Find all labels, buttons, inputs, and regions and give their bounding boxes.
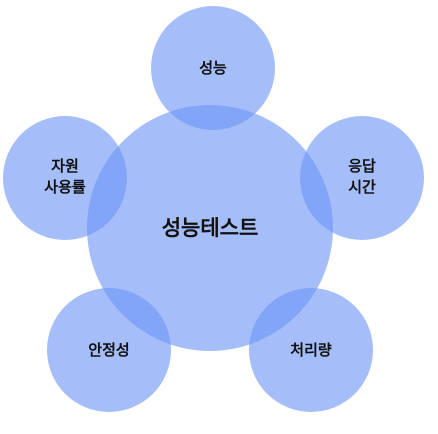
node-right (300, 116, 424, 240)
center-label: 성능테스트 (162, 216, 259, 240)
node-bottom-left-circle (47, 288, 171, 412)
center-node (87, 105, 333, 351)
node-right-label-line2: 시간 (348, 178, 376, 196)
node-top-circle (151, 6, 275, 130)
node-left-circle (3, 116, 127, 240)
node-bottom-right-label: 처리량 (290, 341, 332, 359)
node-bottom-right-circle (249, 288, 373, 412)
node-left-label-line2: 사용률 (44, 178, 86, 196)
node-bottom-left (47, 288, 171, 412)
node-right-label-line1: 응답 (348, 157, 376, 175)
node-bottom-right (249, 288, 373, 412)
center-circle (87, 105, 333, 351)
node-right-circle (300, 116, 424, 240)
node-top (151, 6, 275, 130)
node-left-label-line1: 자원 (51, 157, 79, 175)
node-bottom-left-label: 안정성 (88, 341, 129, 359)
node-top-label: 성능 (199, 59, 227, 77)
node-left (3, 116, 127, 240)
